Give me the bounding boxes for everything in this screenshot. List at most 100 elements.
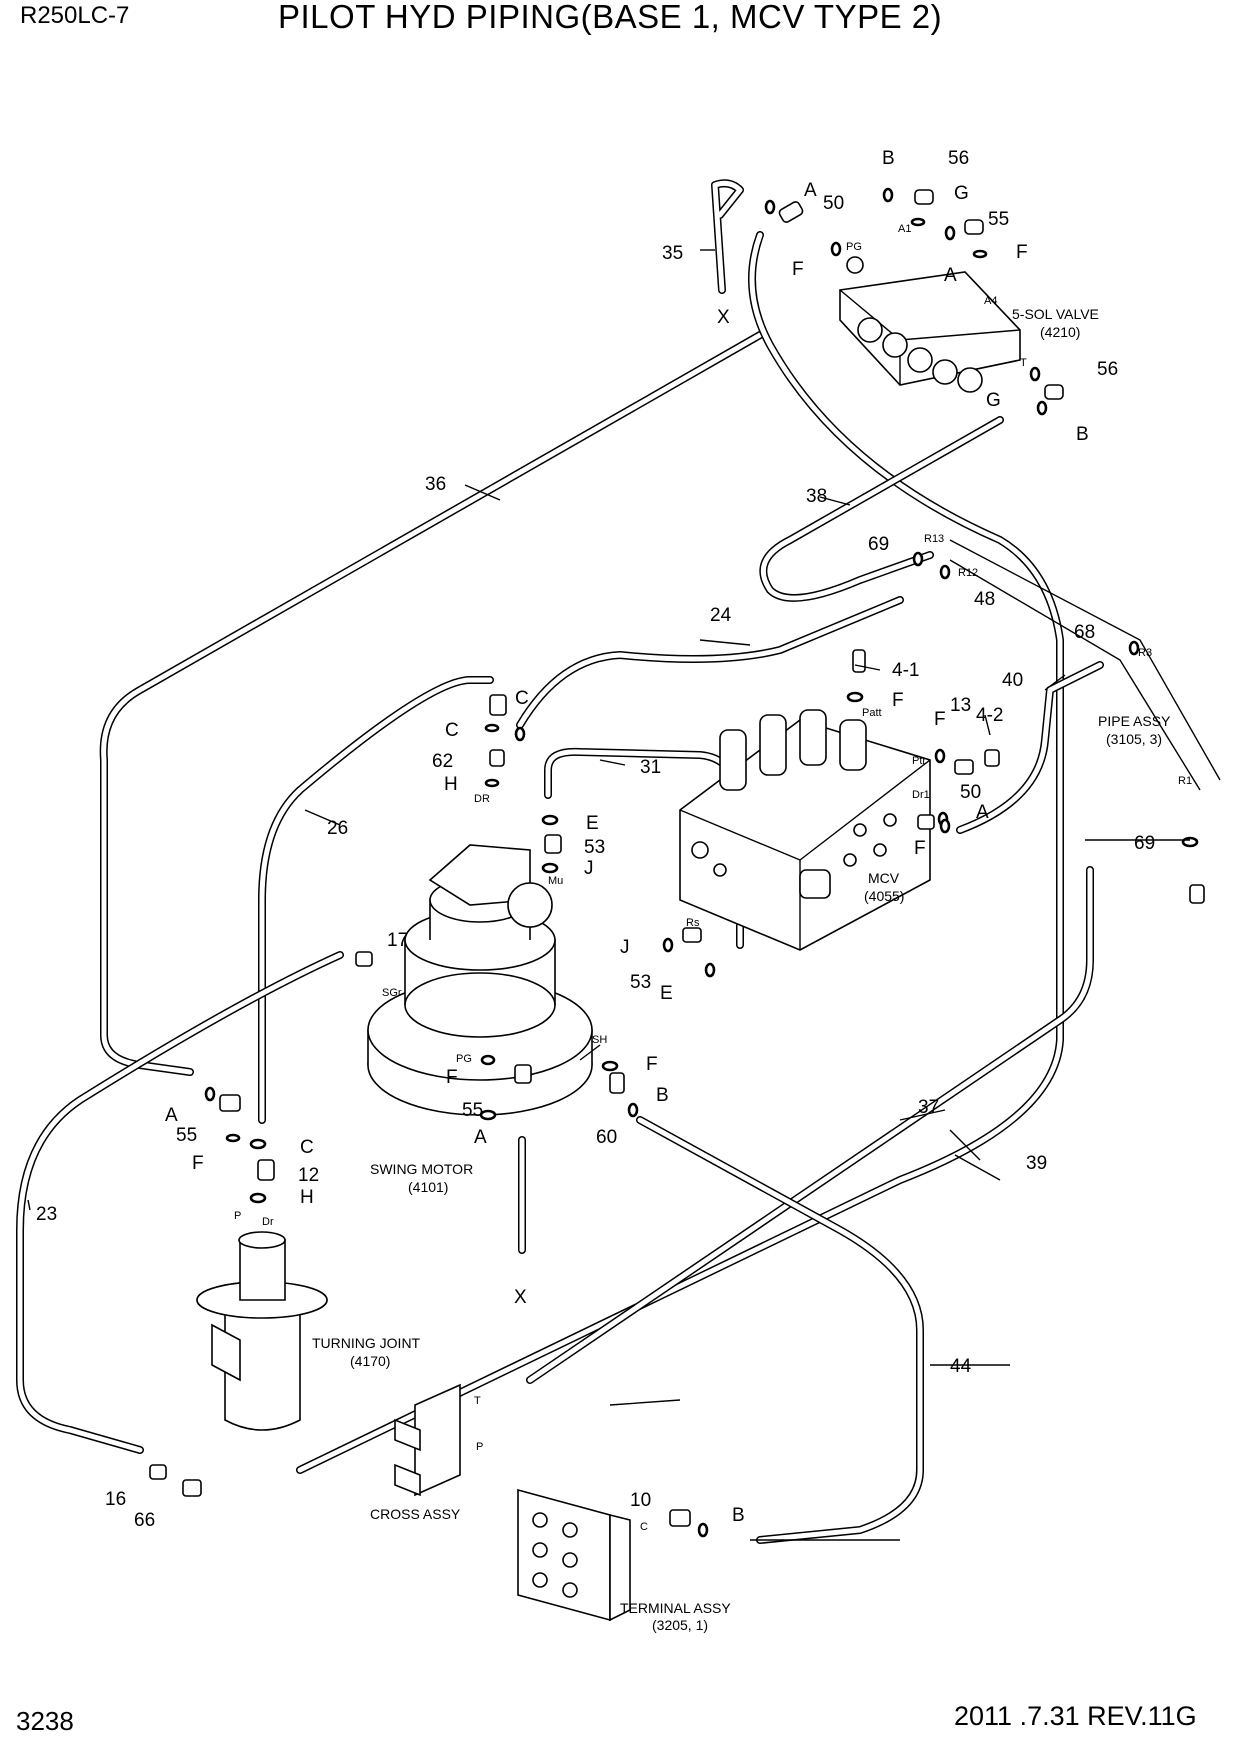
callout-55-motor: 55 xyxy=(462,1100,483,1121)
letter-e-1: E xyxy=(586,813,599,834)
pipe-runs xyxy=(16,179,1221,1544)
letter-e-2: E xyxy=(660,983,673,1004)
callout-55-left: 55 xyxy=(176,1125,197,1146)
port-sgr: SGr xyxy=(382,987,402,999)
callout-53-a: 53 xyxy=(584,837,605,858)
part-callouts: 35 36 37 38 39 40 44 23 24 26 31 50 50 5… xyxy=(36,148,1155,1531)
port-labels: PG A1 A4 T R13 R12 R3 R1 Patt Ptr Dr1 Rs… xyxy=(234,223,1192,1533)
callout-31: 31 xyxy=(640,757,661,778)
port-a1: A1 xyxy=(898,223,911,235)
model-code: R250LC-7 xyxy=(20,2,130,29)
callout-13: 13 xyxy=(950,695,971,716)
sol-valve-block xyxy=(839,256,1021,393)
callout-37: 37 xyxy=(918,1097,939,1118)
port-r3: R3 xyxy=(1138,647,1152,659)
letter-f-4: F xyxy=(934,709,946,730)
cross-assy-name: CROSS ASSY xyxy=(370,1506,461,1522)
pipe-assy-name: PIPE ASSY xyxy=(1098,713,1171,729)
callout-12: 12 xyxy=(298,1165,319,1186)
callout-68: 68 xyxy=(1074,622,1095,643)
port-r12: R12 xyxy=(958,567,978,579)
callout-55-top: 55 xyxy=(988,209,1009,230)
port-rs: Rs xyxy=(686,917,700,929)
letter-a-2: A xyxy=(944,265,957,286)
port-t-1: T xyxy=(1020,357,1027,369)
callout-66: 66 xyxy=(134,1510,155,1531)
callout-36: 36 xyxy=(425,474,446,495)
pipe-assy-bundle xyxy=(949,539,1221,791)
letter-j-1: J xyxy=(584,858,594,879)
port-a4: A4 xyxy=(984,295,997,307)
callout-38: 38 xyxy=(806,486,827,507)
terminal-assy-body xyxy=(517,1488,631,1622)
letter-c-2: C xyxy=(445,720,459,741)
fittings xyxy=(149,189,1205,1527)
letter-x-1: X xyxy=(717,307,730,328)
letter-a-5: A xyxy=(474,1127,487,1148)
port-dr1: Dr1 xyxy=(912,789,930,801)
callout-10: 10 xyxy=(630,1490,651,1511)
page-number: 3238 xyxy=(16,1706,74,1736)
callout-60: 60 xyxy=(596,1127,617,1148)
port-mu: Mu xyxy=(548,875,563,887)
letter-j-2: J xyxy=(620,937,630,958)
letter-h-1: H xyxy=(444,774,458,795)
callout-50-mcv: 50 xyxy=(960,782,981,803)
port-dr-2: Dr xyxy=(262,1216,274,1228)
letter-f-5: F xyxy=(914,838,926,859)
callout-62: 62 xyxy=(432,751,453,772)
callout-26: 26 xyxy=(327,818,348,839)
letter-f-7: F xyxy=(646,1054,658,1075)
callout-4-2: 4-2 xyxy=(976,705,1003,726)
port-dr: DR xyxy=(474,793,490,805)
leader-lines xyxy=(27,249,1190,1541)
letter-a-3: A xyxy=(976,802,989,823)
sol-valve-code: (4210) xyxy=(1040,324,1080,340)
letter-a-1: A xyxy=(804,180,817,201)
port-patt: Patt xyxy=(862,707,882,719)
callout-4-1: 4-1 xyxy=(892,660,919,681)
letter-h-2: H xyxy=(300,1187,314,1208)
callout-24: 24 xyxy=(710,605,732,626)
port-p-2: P xyxy=(476,1441,483,1453)
callout-48: 48 xyxy=(974,589,995,610)
letter-a-4: A xyxy=(165,1105,178,1126)
pipe-44 xyxy=(636,1116,924,1544)
callout-53-b: 53 xyxy=(630,972,651,993)
port-pg-2: PG xyxy=(456,1053,472,1065)
callout-50-top: 50 xyxy=(823,193,844,214)
port-t-2: T xyxy=(474,1395,481,1407)
o-rings xyxy=(204,187,1199,1538)
cross-assy-body xyxy=(394,1383,461,1497)
letter-b-3: B xyxy=(656,1085,669,1106)
callout-23: 23 xyxy=(36,1204,57,1225)
letter-b-4: B xyxy=(732,1505,745,1526)
letter-f-3: F xyxy=(892,690,904,711)
component-labels: 5-SOL VALVE (4210) MCV (4055) SWING MOTO… xyxy=(312,306,1171,1633)
port-r13: R13 xyxy=(924,533,944,545)
swing-motor-name: SWING MOTOR xyxy=(370,1161,473,1177)
mcv-name: MCV xyxy=(868,870,900,886)
pipe-assy-code: (3105, 3) xyxy=(1106,731,1162,747)
letter-f-8: F xyxy=(192,1153,204,1174)
letter-b-1: B xyxy=(882,148,895,169)
callout-35: 35 xyxy=(662,243,683,264)
mcv-code: (4055) xyxy=(864,888,904,904)
letter-f-2: F xyxy=(1016,242,1028,263)
turning-joint-code: (4170) xyxy=(350,1353,390,1369)
letter-g-2: G xyxy=(986,390,1001,411)
letter-g-1: G xyxy=(954,183,969,204)
port-r1: R1 xyxy=(1178,775,1192,787)
turning-joint-name: TURNING JOINT xyxy=(312,1335,421,1351)
port-ptr: Ptr xyxy=(912,755,926,767)
port-sh: SH xyxy=(592,1034,607,1046)
terminal-assy-code: (3205, 1) xyxy=(652,1617,708,1633)
callout-16: 16 xyxy=(105,1489,126,1510)
page-title: PILOT HYD PIPING(BASE 1, MCV TYPE 2) xyxy=(278,0,943,35)
port-pg-1: PG xyxy=(846,241,862,253)
callout-69-top: 69 xyxy=(868,534,889,555)
mcv-block xyxy=(679,709,931,951)
letter-f-1: F xyxy=(792,259,804,280)
